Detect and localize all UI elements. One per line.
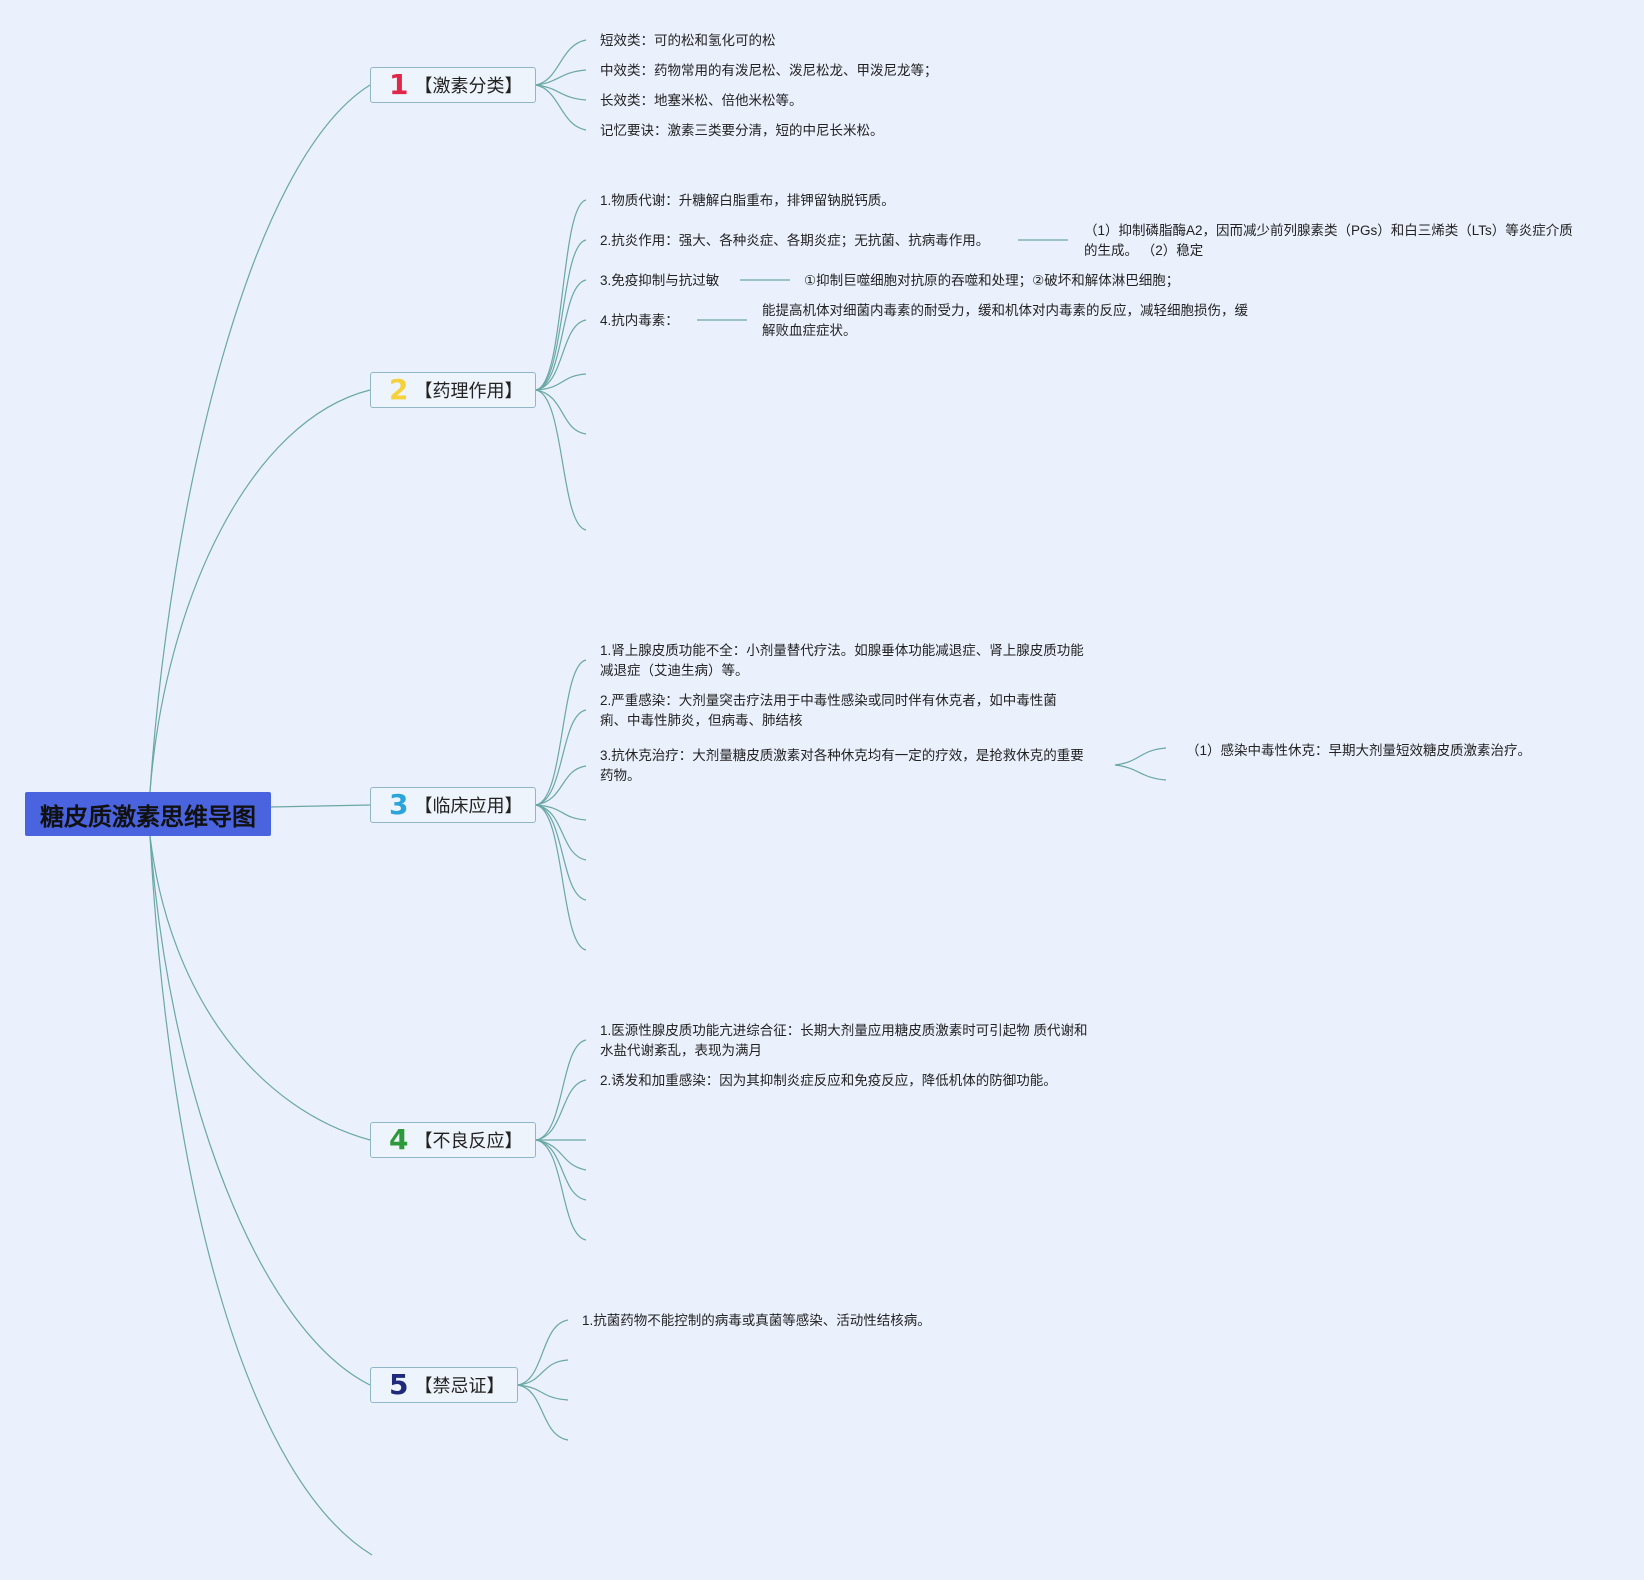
leaf-item[interactable]: 短效类：可的松和氢化可的松 [600, 33, 776, 48]
leaf-item[interactable]: 1.肾上腺皮质功能不全：小剂量替代疗法。如腺垂体功能减退症、肾上腺皮质功能减退症… [600, 643, 1084, 678]
branch-number: 1 [389, 68, 409, 101]
branch-hormone-classification[interactable]: 1 【激素分类】 [370, 67, 536, 103]
sub-item[interactable]: （1）感染中毒性休克：早期大剂量短效糖皮质激素治疗。 [1186, 743, 1532, 758]
branch-number: 2 [389, 373, 409, 406]
branch-label: 【激素分类】 [414, 76, 523, 96]
branch-number: 3 [389, 788, 409, 821]
sub-item[interactable]: （1）抑制磷脂酶A2，因而减少前列腺素类（PGs）和白三烯类（LTs）等炎症介质… [1084, 223, 1573, 258]
leaf-item[interactable]: 3.免疫抑制与抗过敏 [600, 273, 720, 288]
branch-label: 【不良反应】 [414, 1131, 523, 1151]
leaf-item[interactable]: 3.抗休克治疗：大剂量糖皮质激素对各种休克均有一定的疗效，是抢救休克的重要药物。 [600, 748, 1084, 783]
leaf-item[interactable]: 2.诱发和加重感染：因为其抑制炎症反应和免疫反应，降低机体的防御功能。 [600, 1073, 1057, 1088]
branch-adverse-reactions[interactable]: 4 【不良反应】 [370, 1122, 536, 1158]
branch-label: 【药理作用】 [414, 381, 523, 401]
leaf-item[interactable]: 记忆要诀：激素三类要分清，短的中尼长米松。 [600, 123, 884, 138]
branch-number: 5 [389, 1368, 409, 1401]
branch-label: 【临床应用】 [414, 796, 523, 816]
leaf-item[interactable]: 1.物质代谢：升糖解白脂重布，排钾留钠脱钙质。 [600, 193, 895, 208]
branch-label: 【禁忌证】 [414, 1376, 505, 1396]
branch-pharmacology[interactable]: 2 【药理作用】 [370, 372, 536, 408]
root-topic[interactable]: 糖皮质激素思维导图 [25, 792, 271, 836]
leaf-item[interactable]: 中效类：药物常用的有泼尼松、泼尼松龙、甲泼尼龙等； [600, 63, 938, 78]
root-title: 糖皮质激素思维导图 [40, 803, 256, 831]
leaf-item[interactable]: 长效类：地塞米松、倍他米松等。 [600, 93, 803, 108]
branch-number: 4 [389, 1123, 409, 1156]
leaf-item[interactable]: 1.抗菌药物不能控制的病毒或真菌等感染、活动性结核病。 [582, 1313, 931, 1328]
leaf-item[interactable]: 2.抗炎作用：强大、各种炎症、各期炎症；无抗菌、抗病毒作用。 [600, 233, 990, 248]
branch-clinical-use[interactable]: 3 【临床应用】 [370, 787, 536, 823]
sub-item[interactable]: ①抑制巨噬细胞对抗原的吞噬和处理；②破坏和解体淋巴细胞； [804, 273, 1180, 288]
leaf-item[interactable]: 2.严重感染：大剂量突击疗法用于中毒性感染或同时伴有休克者，如中毒性菌痢、中毒性… [600, 693, 1057, 728]
branch-contraindications[interactable]: 5 【禁忌证】 [370, 1367, 518, 1403]
sub-item[interactable]: 能提高机体对细菌内毒素的耐受力，缓和机体对内毒素的反应，减轻细胞损伤，缓解败血症… [762, 303, 1248, 338]
leaf-item[interactable]: 1.医源性腺皮质功能亢进综合征：长期大剂量应用糖皮质激素时可引起物 质代谢和水盐… [600, 1023, 1088, 1058]
leaf-item[interactable]: 4.抗内毒素： [600, 313, 679, 328]
